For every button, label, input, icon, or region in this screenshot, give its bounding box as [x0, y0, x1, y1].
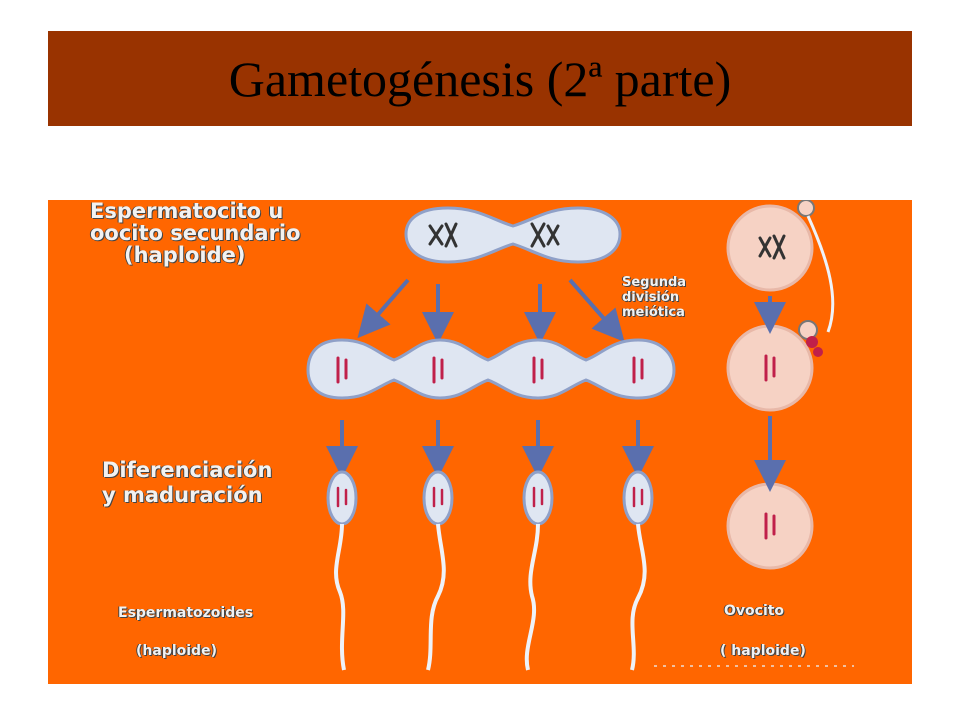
label-spermatozoa: Espermatozoides — [118, 605, 254, 621]
polar-body — [797, 200, 815, 217]
ootid-cell — [726, 324, 814, 412]
sperm-entry — [806, 336, 823, 357]
label-line: división — [622, 289, 680, 305]
label-ovocyte-haploid: ( haploide) — [720, 643, 806, 659]
slide-title: Gametogénesis (2ª parte) — [228, 50, 732, 107]
label-line: Diferenciación — [102, 458, 273, 482]
maturation-arrows — [326, 420, 654, 478]
label-line: Espermatocito u — [90, 200, 284, 223]
label-ovocyte: Ovocito — [724, 603, 785, 619]
oocyte-chromosome-icon — [758, 234, 786, 260]
sperm-cell — [326, 470, 358, 671]
sperm-chromatid-icons — [336, 486, 644, 508]
sperm-tail-entry — [806, 215, 835, 333]
secondary-spermatocyte-cell — [404, 206, 622, 264]
gametogenesis-diagram: Espermatocito u oocito secundario (haplo… — [48, 200, 912, 684]
label-line: Segunda — [622, 275, 687, 290]
division-arrows — [357, 278, 625, 344]
oocyte-chromatid-icons — [764, 354, 776, 540]
sperm-cell — [522, 470, 554, 671]
diagram-graphics — [306, 200, 854, 671]
label-line: y maduración — [102, 483, 263, 508]
label-line: (haploide) — [124, 243, 246, 268]
title-bar: Gametogénesis (2ª parte) — [48, 31, 912, 126]
label-spermatozoa-haploid: (haploide) — [136, 643, 217, 659]
chromosome-pair-icon — [428, 222, 560, 248]
sperm-cell — [622, 470, 654, 671]
oocyte-cells — [726, 204, 814, 570]
polar-body — [798, 320, 818, 340]
label-line: meiótica — [622, 304, 685, 320]
chromatid-icons — [336, 356, 644, 384]
label-line: oocito secundario — [90, 221, 301, 246]
polar-bodies — [797, 200, 818, 340]
spermatid-cells-chain — [306, 338, 676, 400]
label-secondary-cell: Espermatocito u oocito secundario (haplo… — [90, 200, 301, 266]
label-differentiation: Diferenciación y maduración — [102, 458, 272, 508]
sperm-cell — [422, 470, 454, 671]
ovum-cell — [726, 482, 814, 570]
secondary-oocyte-cell — [726, 204, 814, 292]
label-second-division: Segunda división meiótica — [622, 275, 687, 321]
spermatozoa — [326, 470, 654, 671]
